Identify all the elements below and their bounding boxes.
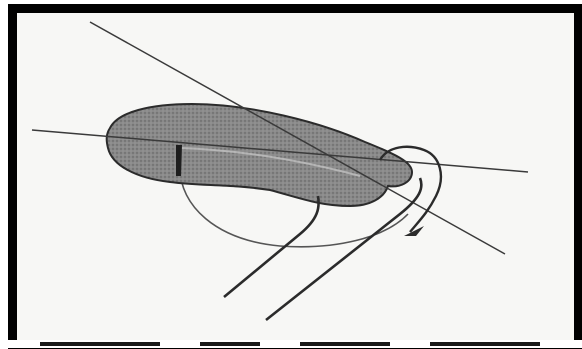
bottom-tick <box>40 342 160 346</box>
bottom-tick <box>200 342 260 346</box>
notch-mark <box>176 145 182 176</box>
bottom-tick <box>300 342 390 346</box>
bottom-strip <box>0 340 582 348</box>
bottom-tick <box>430 342 540 346</box>
